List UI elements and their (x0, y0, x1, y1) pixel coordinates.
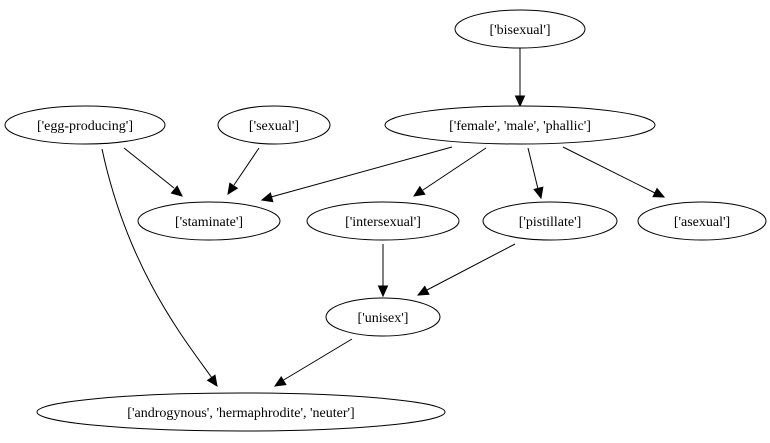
nodes-layer: ['bisexual'] ['egg-producing'] ['sexual'] [… (4, 9, 767, 432)
edge-line (527, 147, 539, 190)
arrowhead-icon (206, 374, 218, 388)
node-ellipse (36, 392, 446, 432)
node-sexual: ['sexual'] (217, 105, 331, 145)
node-unisex: ['unisex'] (325, 297, 441, 337)
arrowhead-icon (377, 285, 389, 298)
edge-female-male-phallic-to-intersexual (412, 147, 487, 197)
edge-female-male-phallic-to-asexual (562, 146, 666, 198)
node-label: ['pistillate'] (519, 215, 582, 230)
edge-female-male-phallic-to-staminate (260, 146, 453, 203)
arrowhead-icon (514, 95, 526, 108)
arrowhead-icon (652, 187, 666, 198)
node-female-male-phallic: ['female', 'male', 'phallic'] (384, 105, 656, 145)
node-ellipse (482, 201, 618, 241)
node-bisexual: ['bisexual'] (454, 9, 586, 49)
arrowhead-icon (273, 376, 287, 387)
node-label: ['androgynous', 'hermaphrodite', 'neuter… (127, 406, 354, 421)
edge-line (426, 243, 516, 291)
node-pistillate: ['pistillate'] (482, 201, 618, 241)
edge-egg-producing-to-androgynous (101, 148, 218, 388)
node-ellipse (4, 105, 166, 145)
node-ellipse (454, 9, 586, 49)
edge-line (101, 148, 213, 379)
edge-female-male-phallic-to-pistillate (527, 147, 544, 200)
node-ellipse (217, 105, 331, 145)
node-ellipse (137, 201, 281, 241)
node-ellipse (325, 297, 441, 337)
arrowhead-icon (227, 182, 239, 196)
edges-layer (101, 48, 666, 388)
node-ellipse (384, 105, 656, 145)
node-asexual: ['asexual'] (637, 201, 767, 241)
node-ellipse (637, 201, 767, 241)
edge-bisexual-to-female-male-phallic (514, 48, 526, 108)
edge-line (562, 146, 656, 194)
arrowhead-icon (412, 185, 426, 197)
node-label: ['egg-producing'] (37, 119, 133, 134)
edge-pistillate-to-unisex (416, 243, 516, 296)
edge-sexual-to-staminate (227, 147, 260, 196)
arrowhead-icon (170, 185, 183, 197)
arrowhead-icon (416, 285, 430, 296)
edge-intersexual-to-unisex (377, 244, 389, 298)
node-label: ['staminate'] (175, 215, 243, 230)
node-label: ['female', 'male', 'phallic'] (449, 119, 591, 134)
node-ellipse (306, 201, 460, 241)
node-egg-producing: ['egg-producing'] (4, 105, 166, 145)
edge-line (422, 147, 487, 191)
arrowhead-icon (533, 186, 544, 200)
edge-line (270, 146, 453, 198)
node-label: ['unisex'] (358, 311, 409, 326)
node-label: ['intersexual'] (345, 215, 421, 230)
node-label: ['asexual'] (674, 215, 730, 230)
node-label: ['sexual'] (249, 119, 299, 134)
edge-line (281, 338, 353, 382)
edge-line (233, 147, 260, 186)
node-intersexual: ['intersexual'] (306, 201, 460, 241)
edge-line (123, 147, 175, 189)
edge-egg-producing-to-staminate (123, 147, 183, 197)
node-label: ['bisexual'] (489, 23, 550, 38)
node-androgynous: ['androgynous', 'hermaphrodite', 'neuter… (36, 392, 446, 432)
edge-unisex-to-androgynous (273, 338, 353, 387)
node-staminate: ['staminate'] (137, 201, 281, 241)
arrowhead-icon (260, 192, 274, 203)
